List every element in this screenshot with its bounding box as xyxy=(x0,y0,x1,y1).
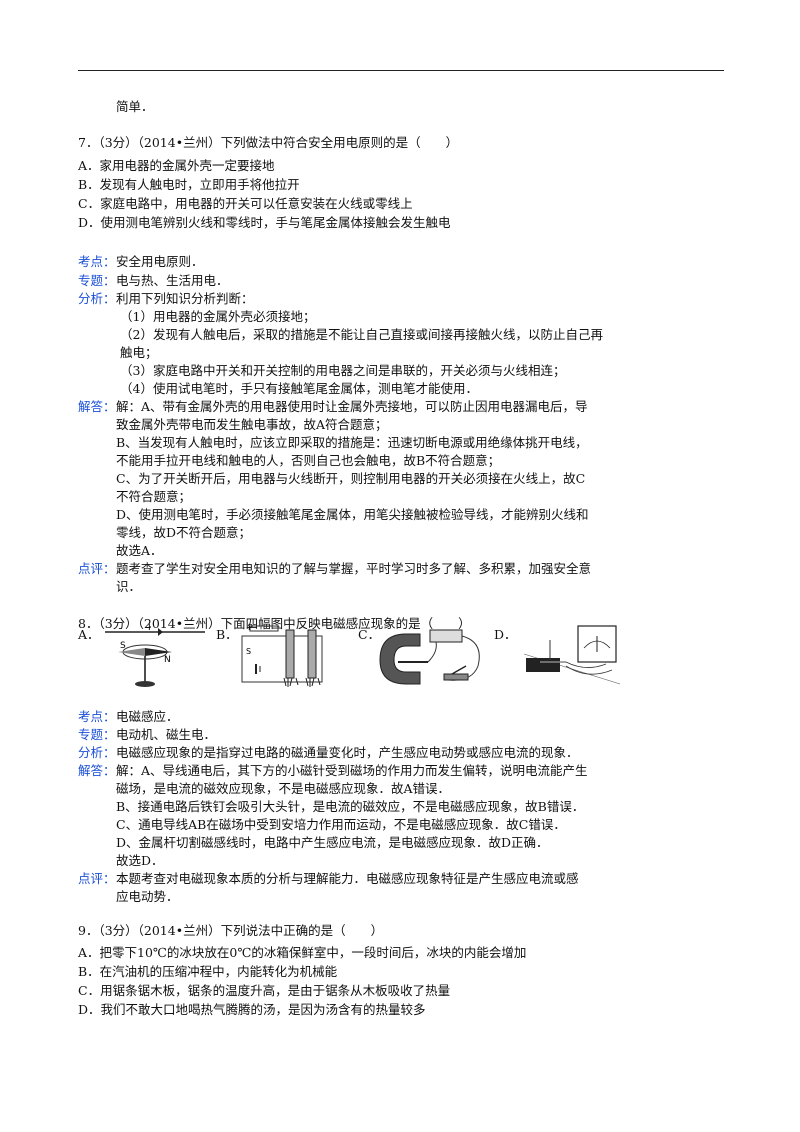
leads xyxy=(565,661,613,675)
current-arrow-icon xyxy=(158,628,163,636)
q8-jieda-line: 磁场，是电流的磁效应现象，不是电磁感应现象．故A错误． xyxy=(116,781,451,796)
q8-zhuanti-label: 专题： xyxy=(78,727,116,742)
q7-option-b: B．发现有人触电时，立即用手将他拉开 xyxy=(78,177,300,192)
figure-d-induction xyxy=(523,625,621,685)
label-s: S xyxy=(246,647,251,656)
q8-header: 8．（3分）（2014•兰州）下面四幅图中反映电磁感应现象的是（ ） xyxy=(78,616,471,631)
label-s: S xyxy=(120,641,126,651)
q8-kaodian: 电磁感应． xyxy=(116,709,179,724)
label-p: P xyxy=(248,623,253,632)
q7-jieda-line: 解：A、带有金属外壳的用电器使用时让金属外壳接地，可以防止因用电器漏电后，导 xyxy=(116,399,588,414)
q7-zhuanti-label: 专题： xyxy=(78,273,116,288)
magnet xyxy=(526,658,560,672)
switch xyxy=(443,673,469,681)
q7-jieda-line: C、为了开关断开后，用电器与火线断开，则控制用电器的开关必须接在火线上，故C xyxy=(116,471,586,486)
q8-fenxi: 电磁感应现象的是指穿过电路的磁通量变化时，产生感应电动势或感应电流的现象． xyxy=(116,745,579,760)
q7-fenxi-line: 利用下列知识分析判断： xyxy=(116,291,254,306)
q7-jieda-line: 零线，故D不符合题意； xyxy=(116,525,252,540)
pins-right xyxy=(305,677,321,687)
q7-jieda-line: 不能用手拉开电线和触电的人，否则自己也会触电，故B不符合题意； xyxy=(116,453,501,468)
stand-base xyxy=(135,681,155,687)
q7-jieda-line: 致金属外壳带电而发生触电事故，故A符合题意； xyxy=(116,417,388,432)
q7-jieda-label: 解答： xyxy=(78,399,116,414)
q7-jieda-line: 不符合题意； xyxy=(116,489,192,504)
needle-n xyxy=(145,648,172,656)
circuit-wire xyxy=(241,635,323,683)
q8-fig-label-a: A． xyxy=(78,627,100,642)
q8-dianping-line: 本题考查对电磁现象本质的分析与理解能力．电磁感应现象特征是产生感应电流或感 xyxy=(116,871,579,886)
q7-option-d: D．使用测电笔辨别火线和零线时，手与笔尾金属体接触会发生触电 xyxy=(78,215,451,230)
page-header-rule xyxy=(78,70,724,71)
q8-fig-label-b: B． xyxy=(216,627,238,642)
q8-jieda-line: 解：A、导线通电后，其下方的小磁针受到磁场的作用力而发生偏转，说明电流能产生 xyxy=(116,763,588,778)
q7-fenxi-line: （3）家庭电路中开关和开关控制的用电器之间是串联的，开关必须与火线相连； xyxy=(120,363,566,378)
q8-zhuanti: 电动机、磁生电． xyxy=(116,727,217,742)
q7-dianping-line: 识． xyxy=(116,579,142,594)
q9-option-d: D．我们不敢大口地喝热气腾腾的汤，是因为汤含有的热量较多 xyxy=(78,1002,426,1017)
figure-c-motor-principle xyxy=(379,629,480,685)
q8-dianping-label: 点评： xyxy=(78,871,116,886)
q8-jieda-line: B、接通电路后铁钉会吸引大头针，是电流的磁效应，不是电磁感应现象，故B错误． xyxy=(116,799,585,814)
q9-header: 9．（3分）（2014•兰州）下列说法中正确的是（ ） xyxy=(78,923,384,938)
q7-header: 7．（3分）（2014•兰州）下列做法中符合安全用电原则的是（ ） xyxy=(78,135,459,150)
q7-kaodian-label: 考点： xyxy=(78,254,116,269)
q8-jieda-line: 故选D． xyxy=(116,853,164,868)
q7-dianping-label: 点评： xyxy=(78,561,116,576)
q7-fenxi-line: （1）用电器的金属外壳必须接地； xyxy=(120,309,316,324)
rheostat xyxy=(249,625,279,632)
needle-s xyxy=(118,648,145,656)
coil-left xyxy=(285,629,295,679)
q8-fenxi-label: 分析： xyxy=(78,745,116,760)
q8-fig-label-d: D． xyxy=(494,627,517,642)
q8-jieda-line: D、金属杆切割磁感线时，电路中产生感应电流，是电磁感应现象．故D正确． xyxy=(116,835,549,850)
q8-jieda-label: 解答： xyxy=(78,763,116,778)
q8-kaodian-label: 考点： xyxy=(78,709,116,724)
q9-option-b: B．在汽油机的压缩冲程中，内能转化为机械能 xyxy=(78,964,338,979)
q9-option-a: A．把零下10℃的冰块放在0℃的冰箱保鲜室中，一段时间后，冰块的内能会增加 xyxy=(78,945,527,960)
q7-dianping-line: 题考查了学生对安全用电知识的了解与掌握，平时学习时多了解、多积累，加强安全意 xyxy=(116,561,592,576)
coil-right xyxy=(307,629,317,679)
q7-zhuanti: 电与热、生活用电． xyxy=(116,273,229,288)
figure-b-electromagnet: P S xyxy=(241,623,323,687)
pins-left xyxy=(283,677,299,687)
figure-a-oersted: I S N xyxy=(105,623,205,687)
q9-option-c: C．用锯条锯木板，锯条的温度升高，是由于锯条从木板吸收了热量 xyxy=(78,983,451,998)
q7-fenxi-line: （2）发现有人触电后，采取的措施是不能让自己直接或间接再接触火线，以防止自己再 xyxy=(120,327,603,342)
q7-jieda-line: 故选A． xyxy=(116,543,163,558)
q7-kaodian: 安全用电原则． xyxy=(116,254,204,269)
q7-option-a: A．家用电器的金属外壳一定要接地 xyxy=(78,158,275,173)
battery-box xyxy=(429,629,463,643)
q7-fenxi-label: 分析： xyxy=(78,291,116,306)
q7-jieda-line: B、当发现有人触电时，应该立即采取的措施是：迅速切断电源或用绝缘体挑开电线， xyxy=(116,435,588,450)
label-i: I xyxy=(148,623,151,633)
q7-jieda-line: D、使用测电笔时，手必须接触笔尾金属体，用笔尖接触被检验导线，才能辨别火线和 xyxy=(116,507,589,522)
q8-dianping-line: 应电动势． xyxy=(116,889,179,904)
q7-option-c: C．家庭电路中，用电器的开关可以任意安装在火线或零线上 xyxy=(78,196,413,211)
switch-lever xyxy=(451,665,467,675)
q8-jieda-line: C、通电导线AB在磁场中受到安培力作用而运动，不是电磁感应现象．故C错误． xyxy=(116,817,566,832)
q7-fenxi-line: （4）使用试电笔时，手只有接触笔尾金属体，测电笔才能使用． xyxy=(120,381,478,396)
q8-fig-label-c: C． xyxy=(358,627,381,642)
label-n: N xyxy=(164,655,171,665)
horseshoe-magnet xyxy=(379,633,421,685)
continued-text: 简单． xyxy=(116,99,154,114)
q7-fenxi-line: 触电； xyxy=(120,345,158,360)
